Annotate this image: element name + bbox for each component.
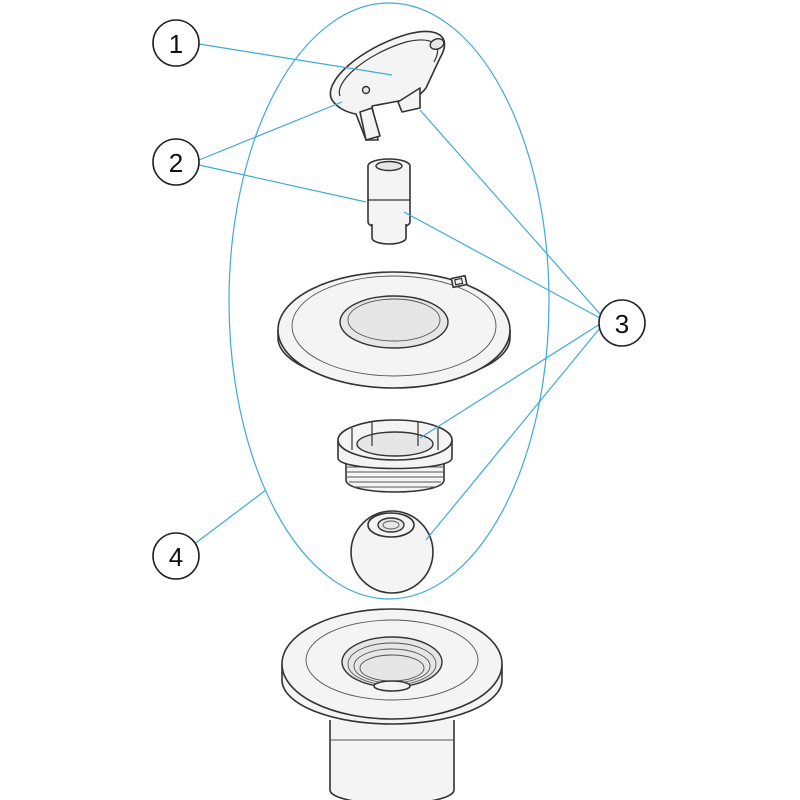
wall-fitting-part (281, 608, 503, 800)
callout-2-label: 2 (169, 148, 183, 178)
kit-group-outline (228, 2, 550, 600)
leader-3a (419, 109, 601, 315)
callout-3: 3 (598, 299, 646, 347)
callout-1: 1 (152, 19, 200, 67)
leader-4 (192, 489, 267, 546)
callout-1-label: 1 (169, 29, 183, 59)
leader-3b (403, 211, 601, 319)
leader-lines (192, 43, 601, 546)
leader-3c (419, 323, 601, 439)
leader-3d (425, 327, 601, 541)
key-tool-part (329, 30, 446, 141)
callout-2: 2 (152, 138, 200, 186)
faceplate-part (277, 271, 511, 389)
leader-2a (198, 101, 343, 161)
callout-4: 4 (152, 532, 200, 580)
callout-4-label: 4 (169, 542, 183, 572)
leader-2b (198, 164, 367, 203)
leader-1 (198, 43, 393, 76)
callout-3-label: 3 (615, 309, 629, 339)
threaded-ring-part (337, 419, 453, 493)
ball-part (350, 510, 434, 594)
nozzle-insert-part (367, 158, 411, 245)
